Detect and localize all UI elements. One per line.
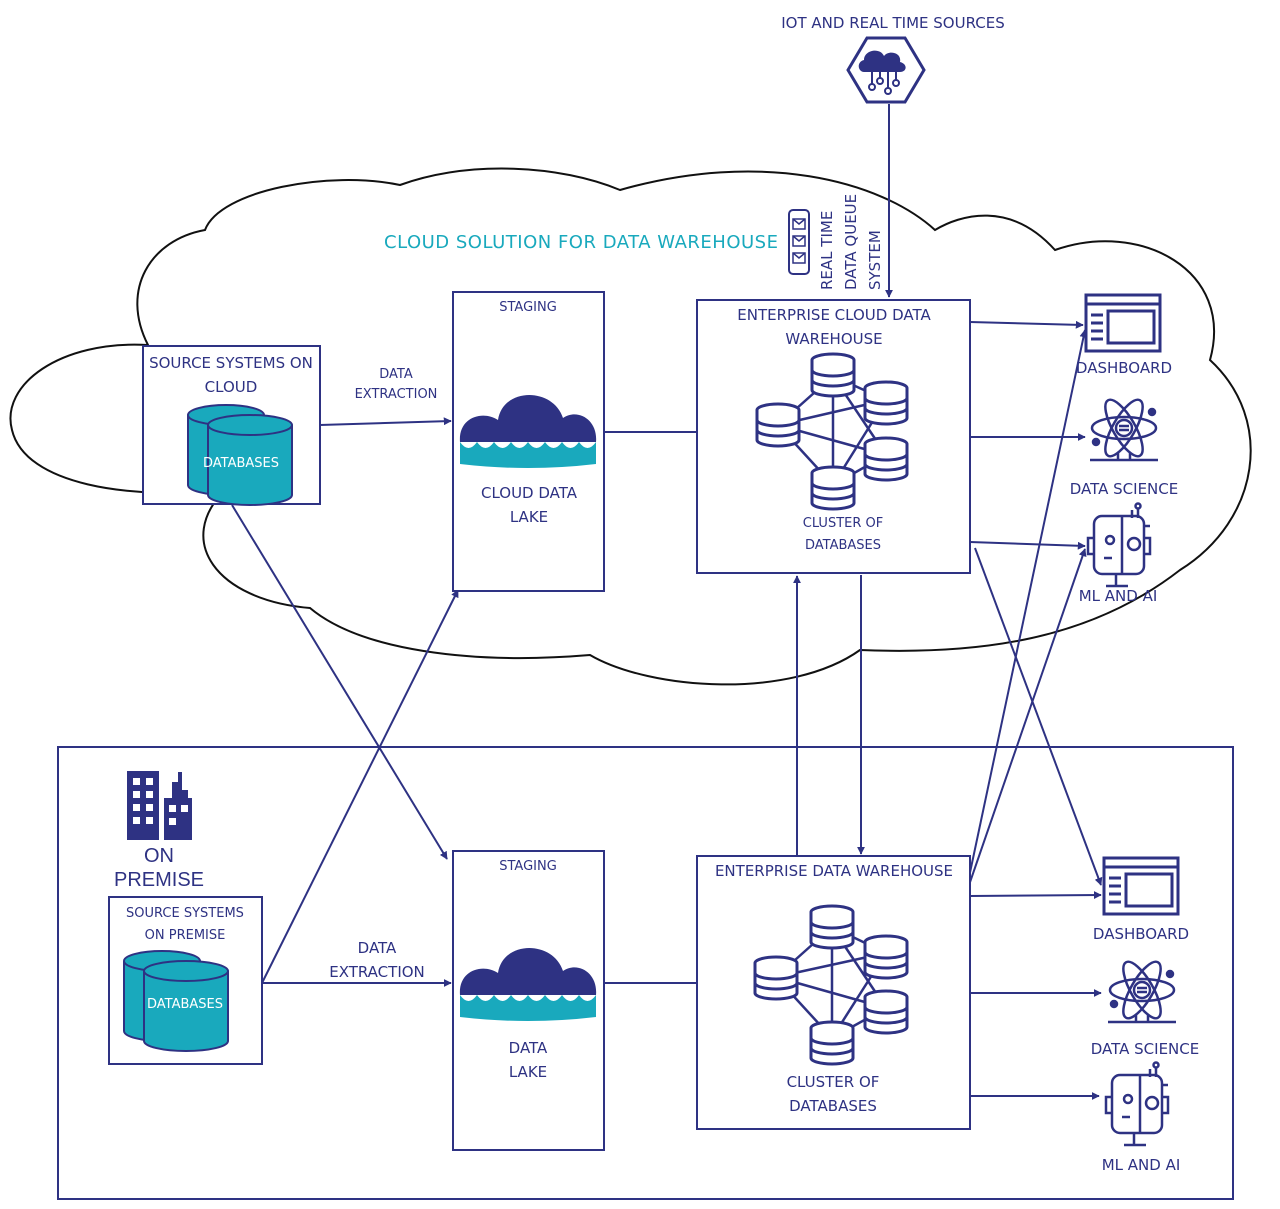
premise-ml-ai-icon bbox=[1104, 1061, 1170, 1147]
premise-extraction-line2: EXTRACTION bbox=[329, 963, 425, 981]
on-premise-region bbox=[57, 746, 1234, 1200]
cloud-extraction-line1: DATA bbox=[379, 367, 413, 382]
cloud-source-title-line2: CLOUD bbox=[205, 378, 258, 396]
cloud-dashboard-label: DASHBOARD bbox=[1076, 359, 1172, 377]
iot-title: IOT AND REAL TIME SOURCES bbox=[781, 14, 1004, 32]
cloud-dw-title-line2: WAREHOUSE bbox=[785, 330, 882, 348]
premise-ml-ai-label: ML AND AI bbox=[1102, 1156, 1181, 1174]
cloud-db-cluster-icon bbox=[755, 352, 909, 511]
premise-source-title-line2: ON PREMISE bbox=[145, 928, 226, 943]
message-queue-icon bbox=[788, 209, 810, 275]
cloud-lake-label-line2: LAKE bbox=[510, 508, 548, 526]
cloud-staging-title: STAGING bbox=[499, 300, 557, 315]
premise-cluster-label-line1: CLUSTER OF bbox=[787, 1073, 880, 1091]
cloud-dashboard-icon bbox=[1084, 293, 1162, 353]
queue-label-line1: REAL TIME bbox=[818, 211, 836, 290]
cloud-cluster-label-line1: CLUSTER OF bbox=[803, 516, 883, 531]
premise-database-label: DATABASES bbox=[147, 997, 223, 1012]
premise-db-cluster-icon bbox=[753, 904, 909, 1066]
premise-dashboard-label: DASHBOARD bbox=[1093, 925, 1189, 943]
cloud-dw-box bbox=[696, 299, 971, 574]
cloud-source-title-line1: SOURCE SYSTEMS ON bbox=[149, 354, 313, 372]
cloud-extraction-line2: EXTRACTION bbox=[355, 387, 438, 402]
premise-extraction-line1: DATA bbox=[358, 939, 397, 957]
premise-lake-label-line1: DATA bbox=[509, 1039, 548, 1057]
cloud-ml-ai-label: ML AND AI bbox=[1079, 587, 1158, 605]
cloud-database-icon bbox=[187, 404, 293, 506]
cloud-database-label: DATABASES bbox=[203, 456, 279, 471]
queue-label-line2: DATA QUEUE bbox=[842, 194, 860, 290]
cloud-data-science-label: DATA SCIENCE bbox=[1070, 480, 1178, 498]
queue-label-line3: SYSTEM bbox=[866, 230, 884, 290]
iot-cloud-icon bbox=[846, 36, 926, 104]
premise-lake-label-line2: LAKE bbox=[509, 1063, 547, 1081]
cloud-data-science-icon bbox=[1088, 393, 1160, 463]
premise-cluster-label-line2: DATABASES bbox=[789, 1097, 877, 1115]
cloud-ml-ai-icon bbox=[1086, 502, 1152, 588]
cloud-cluster-label-line2: DATABASES bbox=[805, 538, 881, 553]
cloud-dw-title-line1: ENTERPRISE CLOUD DATA bbox=[737, 306, 931, 324]
premise-dw-title: ENTERPRISE DATA WAREHOUSE bbox=[715, 862, 953, 880]
buildings-icon bbox=[127, 771, 192, 840]
cloud-lake-label-line1: CLOUD DATA bbox=[481, 484, 578, 502]
premise-data-science-label: DATA SCIENCE bbox=[1091, 1040, 1199, 1058]
premise-dashboard-icon bbox=[1102, 856, 1180, 916]
on-premise-label-line2: PREMISE bbox=[114, 869, 204, 891]
on-premise-label-line1: ON bbox=[144, 845, 174, 867]
premise-data-science-icon bbox=[1106, 955, 1178, 1025]
premise-staging-title: STAGING bbox=[499, 859, 557, 874]
cloud-region-outline bbox=[9, 167, 1252, 686]
premise-source-title-line1: SOURCE SYSTEMS bbox=[126, 906, 244, 921]
cloud-region-title: CLOUD SOLUTION FOR DATA WAREHOUSE bbox=[384, 232, 778, 253]
